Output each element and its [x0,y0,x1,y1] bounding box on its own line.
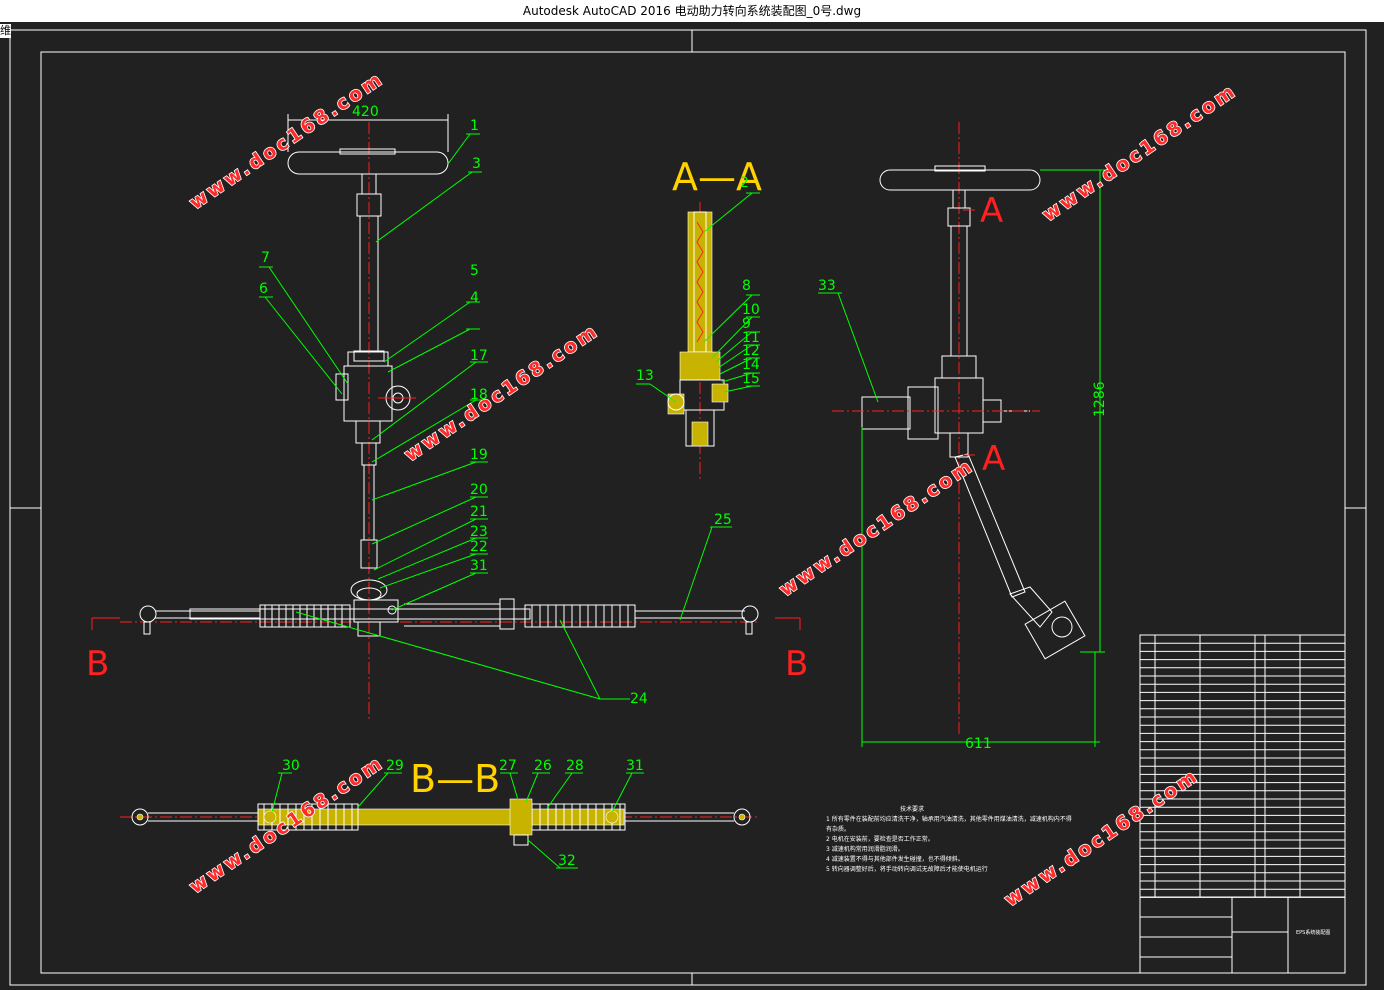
svg-text:13: 13 [636,368,654,384]
svg-text:18: 18 [470,387,488,403]
svg-text:31: 31 [470,558,488,574]
svg-text:31: 31 [626,758,644,774]
svg-text:30: 30 [282,758,300,774]
section-marker-a-top: A [963,191,1003,231]
svg-text:11: 11 [742,330,760,346]
svg-text:1: 1 [470,118,479,134]
svg-text:2: 2 [740,175,749,191]
svg-text:5 转向器调整好后，将手动转向调试无故障后才能使电机运行: 5 转向器调整好后，将手动转向调试无故障后才能使电机运行 [826,865,988,873]
svg-text:17: 17 [470,348,488,364]
svg-text:8: 8 [742,278,751,294]
svg-text:B: B [785,644,808,684]
front-view: 4 20 [120,104,760,722]
svg-text:3: 3 [472,156,481,172]
dim-height: 1286 [1092,381,1108,417]
section-label-b: B—B [410,757,500,801]
section-b-b [120,798,760,846]
svg-text:10: 10 [742,302,760,318]
svg-text:15: 15 [742,371,760,387]
svg-text:20: 20 [470,482,488,498]
svg-text:B: B [86,644,109,684]
svg-text:有杂质。: 有杂质。 [826,825,850,833]
svg-text:25: 25 [714,512,732,528]
svg-text:27: 27 [499,758,517,774]
corner-label: 维 [0,24,11,38]
dim-wheel-width: 420 [352,104,379,120]
svg-text:12: 12 [742,343,760,359]
drawing-canvas[interactable]: 4 20 [0,22,1384,990]
tech-requirements: 技术要求 1 所有零件在装配前均应清洗干净，轴承用汽油清洗，其他零件用煤油清洗，… [826,805,1072,873]
svg-text:www.doc168.com: www.doc168.com [400,320,603,467]
svg-text:19: 19 [470,447,488,463]
title-block-name: EPS系统装配图 [1296,929,1330,936]
section-label-a: A—A [672,155,762,199]
side-view: 1286 611 [832,122,1108,752]
svg-text:www.doc168.com: www.doc168.com [1038,80,1241,227]
svg-text:www.doc168.com: www.doc168.com [775,455,978,602]
svg-text:1 所有零件在装配前均应清洗干净，轴承用汽油清洗，其他零件: 1 所有零件在装配前均应清洗干净，轴承用汽油清洗，其他零件用煤油清洗，减速机构内… [826,815,1072,823]
part-labels: 1 2 3 4 5 6 7 8 9 10 11 12 13 14 15 17 1… [259,118,836,869]
svg-text:32: 32 [558,853,576,869]
svg-text:www.doc168.com: www.doc168.com [185,68,388,215]
svg-text:23: 23 [470,524,488,540]
parts-list-table: EPS系统装配图 [1139,634,1346,974]
tech-req-title: 技术要求 [900,805,924,813]
svg-text:33: 33 [818,278,836,294]
svg-text:26: 26 [534,758,552,774]
svg-text:9: 9 [742,316,751,332]
svg-text:2 电机在安装前，要检查是否工作正常。: 2 电机在安装前，要检查是否工作正常。 [826,835,934,843]
dim-width: 611 [965,736,992,752]
section-marker-b-right: B [775,617,808,684]
svg-text:7: 7 [261,250,270,266]
sheet-border [9,29,1367,986]
svg-text:4 减速装置不得与其他部件发生碰撞，也不得倾斜。: 4 减速装置不得与其他部件发生碰撞，也不得倾斜。 [826,855,964,863]
cad-drawing: 4 20 [9,29,1367,986]
section-marker-b-left: B [86,617,120,684]
svg-text:4: 4 [470,290,479,306]
window-title: Autodesk AutoCAD 2016 电动助力转向系统装配图_0号.dwg [522,4,862,18]
svg-text:6: 6 [259,281,268,297]
window-title-bar: Autodesk AutoCAD 2016 电动助力转向系统装配图_0号.dwg [0,0,1384,22]
svg-text:A: A [982,439,1005,479]
svg-text:14: 14 [742,357,760,373]
svg-text:A: A [980,191,1003,231]
svg-text:5: 5 [470,263,479,279]
svg-text:3 减速机构常用润滑脂润滑。: 3 减速机构常用润滑脂润滑。 [826,845,904,853]
svg-text:21: 21 [470,504,488,520]
section-a-a [667,202,729,482]
svg-text:22: 22 [470,539,488,555]
svg-text:29: 29 [386,758,404,774]
svg-text:24: 24 [630,691,648,707]
leader-lines [259,133,879,869]
section-marker-a-bottom: A [963,439,1005,479]
svg-text:28: 28 [566,758,584,774]
